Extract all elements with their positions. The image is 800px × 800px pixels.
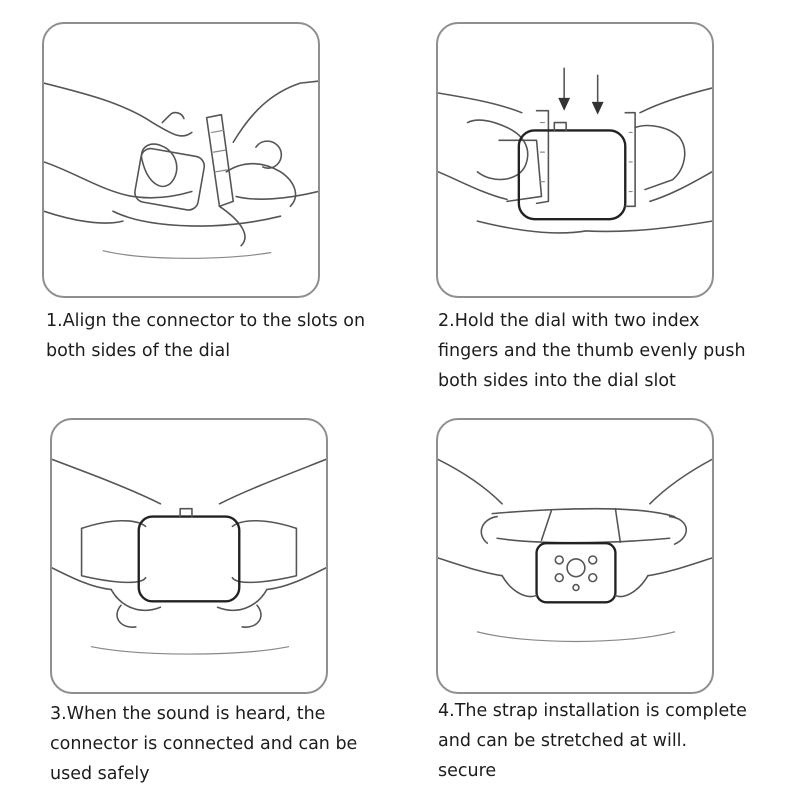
step-3-line-3: used safely (50, 764, 150, 784)
step-3-line-2: connector is connected and can be (50, 734, 358, 754)
pushing-connector-into-slot-image (438, 67, 712, 234)
step-1-illustration (42, 22, 320, 298)
step-4-line-1: 4.The strap installation is complete (438, 701, 747, 721)
step-4-line-3: secure (438, 761, 497, 781)
step-2-line-3: both sides into the dial slot (438, 371, 676, 391)
stretched-strap-image (438, 458, 712, 643)
step-3-line-1: 3.When the sound is heard, the (50, 704, 326, 724)
step-2-line-1: 2.Hold the dial with two index (438, 311, 700, 331)
step-1-caption: 1.Align the connector to the slots on bo… (46, 306, 365, 366)
connected-strap-image (52, 458, 326, 655)
step-2-line-2: fingers and the thumb evenly push (438, 341, 746, 361)
step-3-caption: 3.When the sound is heard, the connector… (50, 699, 357, 789)
step-4-caption: 4.The strap installation is complete and… (438, 696, 747, 786)
step-4-line-2: and can be stretched at will. (438, 731, 688, 751)
step-1-line-2: both sides of the dial (46, 341, 231, 361)
step-2-caption: 2.Hold the dial with two index fingers a… (438, 306, 746, 396)
step-4-illustration (436, 418, 714, 694)
hands-aligning-connector-image (44, 80, 318, 259)
step-1-line-1: 1.Align the connector to the slots on (46, 311, 366, 331)
step-3-illustration (50, 418, 328, 694)
step-2-illustration (436, 22, 714, 298)
